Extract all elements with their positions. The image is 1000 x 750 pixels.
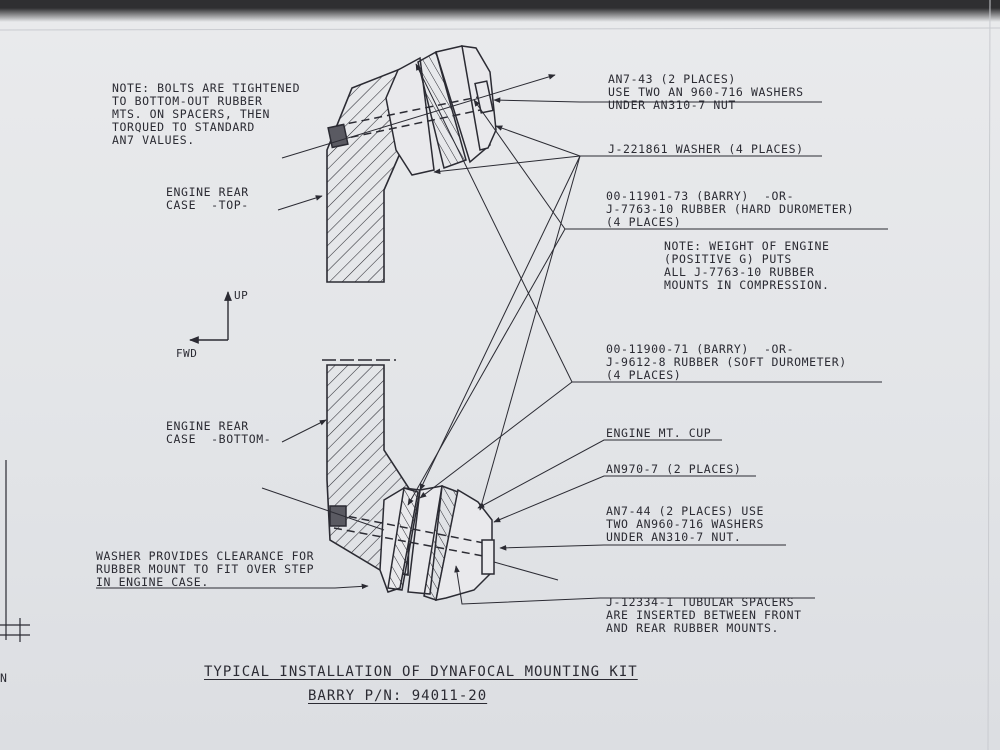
j221861-washer-callout: J-221861 WASHER (4 PLACES) [608,142,804,156]
engine-mt-cup-callout: ENGINE MT. CUP [606,426,712,440]
fwd-axis-label: FWD [176,347,198,360]
up-axis-label: UP [234,289,249,302]
mount-assembly-bottom [329,484,495,601]
engine-rear-case-top-label: ENGINE REAR CASE -TOP- [166,185,249,212]
leader-lines [96,63,888,605]
bolts-note: NOTE: BOLTS ARE TIGHTENED TO BOTTOM-OUT … [112,81,301,147]
edge-fragment-text: N [0,671,8,685]
orientation-arrows [189,291,232,344]
engine-weight-note: NOTE: WEIGHT OF ENGINE (POSITIVE G) PUTS… [664,239,830,292]
an7-44-callout: AN7-44 (2 PLACES) USE TWO AN960-716 WASH… [606,504,764,544]
an7-43-callout: AN7-43 (2 PLACES) USE TWO AN 960-716 WAS… [608,72,804,112]
an970-7-callout: AN970-7 (2 PLACES) [606,462,742,476]
left-edge-detail [0,460,30,642]
hard-rubber-callout: 00-11901-73 (BARRY) -OR- J-7763-10 RUBBE… [606,189,855,229]
tubular-spacers-callout: J-12334-1 TUBULAR SPACERS ARE INSERTED B… [606,595,802,635]
washer-clearance-note: WASHER PROVIDES CLEARANCE FOR RUBBER MOU… [96,549,315,589]
diagram-title: TYPICAL INSTALLATION OF DYNAFOCAL MOUNTI… [204,664,638,680]
engine-rear-case-bottom-label: ENGINE REAR CASE -BOTTOM- [166,419,272,446]
soft-rubber-callout: 00-11900-71 (BARRY) -OR- J-9612-8 RUBBER… [606,342,847,382]
part-number-subtitle: BARRY P/N: 94011-20 [308,688,488,704]
